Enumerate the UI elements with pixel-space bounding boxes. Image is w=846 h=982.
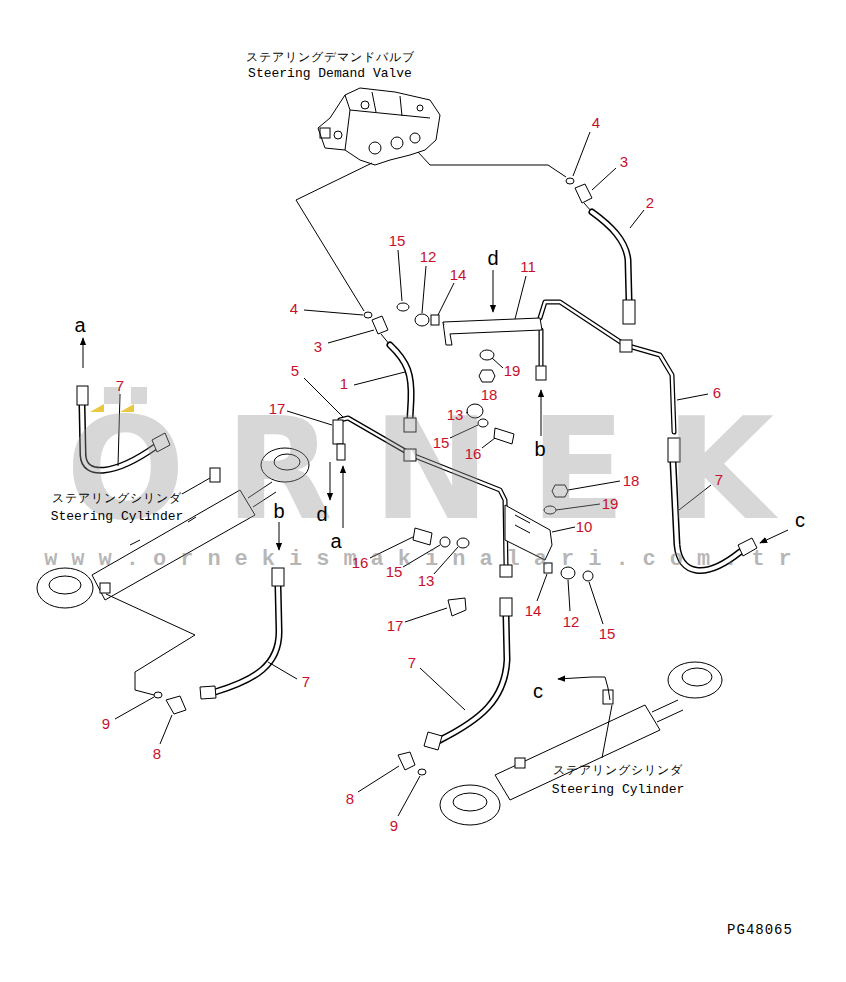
callout-number: 7 [715, 472, 723, 487]
callout-number: 15 [389, 233, 406, 248]
callout-number: 8 [153, 746, 161, 761]
part-title: ステアリングデマンドバルブ [246, 51, 415, 63]
callout-number: 11 [520, 259, 536, 274]
part-title: Steering Cylinder [552, 783, 685, 796]
drawing-number: PG48065 [727, 923, 793, 937]
callout-number: 8 [346, 791, 354, 806]
callout-number: 15 [386, 564, 403, 579]
part-title: Steering Cylinder [51, 510, 184, 523]
callout-number: 12 [420, 249, 437, 264]
callout-number: 4 [592, 115, 600, 130]
callout-number: 13 [418, 573, 435, 588]
callout-number: 3 [620, 154, 628, 169]
callout-number: 7 [302, 674, 310, 689]
callout-number: 7 [408, 655, 416, 670]
callout-number: 3 [314, 339, 322, 354]
view-letter: b [273, 501, 284, 521]
callout-number: 6 [713, 385, 721, 400]
callout-number: 14 [525, 603, 542, 618]
part-title: ステアリングシリンダ [52, 492, 182, 504]
callout-number: 17 [269, 401, 286, 416]
view-letter: d [316, 504, 327, 524]
callout-number: 16 [352, 555, 369, 570]
callout-number: 17 [387, 618, 404, 633]
callout-number: 13 [447, 407, 464, 422]
callout-number: 14 [450, 267, 467, 282]
callout-number: 15 [433, 435, 450, 450]
view-letter: d [487, 248, 498, 268]
callout-number: 1 [340, 376, 348, 391]
callout-number: 12 [563, 614, 580, 629]
view-letter: c [533, 681, 543, 701]
view-letter: a [330, 531, 341, 551]
callout-number: 19 [504, 363, 521, 378]
part-title: Steering Demand Valve [248, 67, 412, 80]
callout-number: 18 [623, 473, 640, 488]
callout-number: 4 [290, 301, 298, 316]
callout-number: 15 [599, 626, 616, 641]
callout-number: 16 [465, 446, 482, 461]
view-letter: b [534, 439, 545, 459]
callout-number: 5 [291, 363, 299, 378]
valve-body [318, 88, 440, 165]
callout-number: 7 [116, 378, 124, 393]
view-letter: a [74, 315, 85, 335]
callout-number: 10 [576, 519, 593, 534]
callout-number: 9 [390, 818, 398, 833]
watermark-url: www.ornekismakinalari.com.tr [44, 549, 806, 571]
callout-number: 9 [102, 716, 110, 731]
callout-number: 19 [602, 496, 619, 511]
view-letter: c [795, 510, 805, 530]
callout-number: 18 [481, 387, 498, 402]
part-title: ステアリングシリンダ [553, 764, 683, 776]
callout-number: 2 [646, 195, 654, 210]
